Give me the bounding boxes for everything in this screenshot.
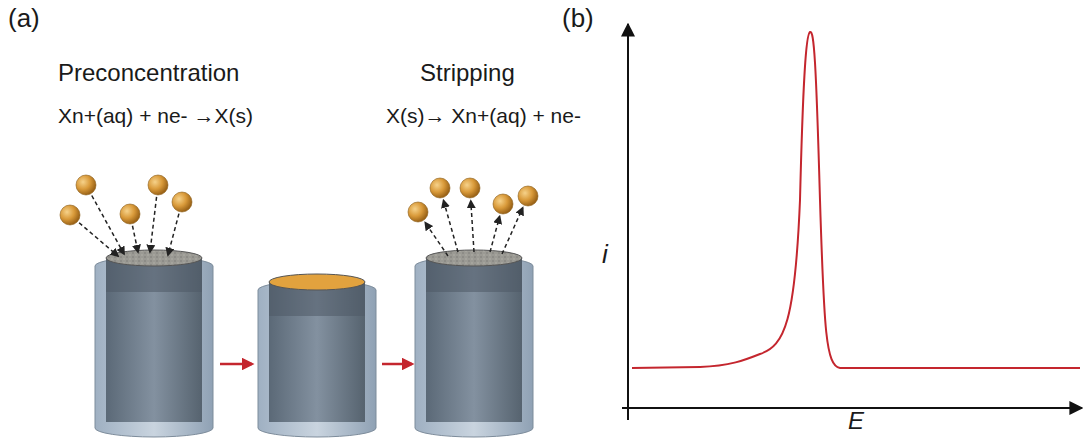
process-arrows <box>220 364 412 365</box>
stripping-peak <box>632 32 1080 368</box>
metal-ions <box>60 175 538 256</box>
reaction-equation: Xn+(aq) + ne- →X(s) <box>58 104 253 127</box>
reaction-equation: X(s)→ Xn+(aq) + ne- <box>386 104 581 127</box>
panel-label: (a) <box>8 4 40 33</box>
axis-label: E <box>848 408 864 434</box>
electrode <box>415 250 533 437</box>
electrode <box>258 274 376 437</box>
electrode <box>95 250 213 437</box>
panel-label: (b) <box>562 4 594 33</box>
step-title: Preconcentration <box>58 60 239 86</box>
step-title: Stripping <box>420 60 515 86</box>
axes <box>622 24 1082 420</box>
axis-label: i <box>602 240 608 269</box>
electrodes <box>95 250 533 437</box>
